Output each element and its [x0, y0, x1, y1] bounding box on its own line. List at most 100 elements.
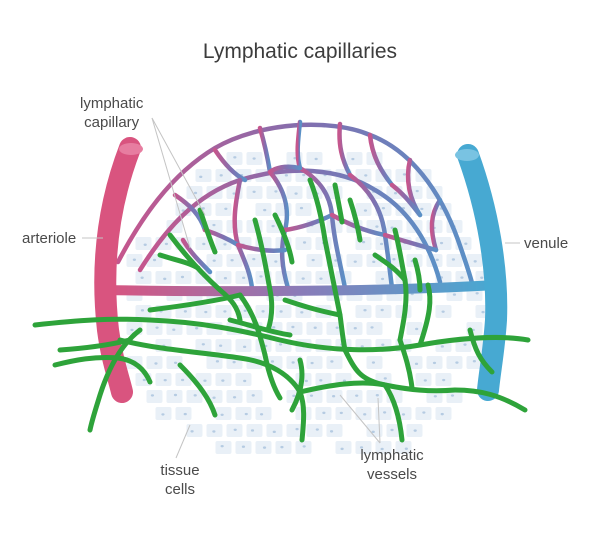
cell-nucleus [360, 345, 364, 348]
cell-nucleus [442, 378, 446, 382]
cell-nucleus [204, 310, 208, 314]
cell-nucleus [224, 207, 228, 210]
tissue-cell [195, 339, 212, 352]
arteriole-opening [119, 143, 143, 155]
cell-nucleus [173, 361, 178, 364]
cell-nucleus [154, 362, 158, 365]
tissue-cell [326, 424, 343, 437]
leader-lymphatic-vessels [339, 394, 381, 444]
cell-nucleus [383, 411, 387, 414]
cell-nucleus [390, 226, 394, 229]
cell-nucleus [401, 413, 406, 416]
tissue-cell [355, 305, 372, 318]
cell-nucleus [291, 361, 295, 364]
cell-nucleus [221, 379, 225, 382]
cell-nucleus [193, 394, 197, 397]
cell-nucleus [473, 260, 477, 263]
cell-nucleus [414, 362, 419, 366]
cell-nucleus [361, 240, 366, 244]
leader-tissue-cells [175, 424, 191, 459]
tissue-cell [166, 390, 183, 403]
lymphatic-capillary-branch [282, 297, 343, 318]
tissue-cell [346, 254, 363, 267]
cell-nucleus [451, 258, 455, 261]
cell-nucleus [164, 242, 169, 246]
cell-nucleus [309, 394, 314, 397]
lymphatic-capillary-branch [157, 252, 201, 271]
cell-nucleus [250, 429, 255, 432]
cell-nucleus [212, 223, 216, 227]
tissue-cell [195, 305, 212, 318]
cell-nucleus [383, 377, 387, 380]
tissue-cell [335, 407, 352, 420]
cell-nucleus [340, 447, 344, 451]
tissue-cell [426, 220, 443, 233]
lymphatic-capillary-branch [197, 207, 218, 255]
cell-nucleus [270, 360, 275, 363]
tissue-cell [386, 220, 403, 233]
cell-nucleus [152, 258, 157, 262]
cell-nucleus [464, 242, 468, 245]
cell-nucleus [195, 327, 199, 330]
label-arteriole: arteriole [22, 230, 77, 247]
tissue-cell [246, 390, 263, 403]
cell-nucleus [335, 326, 339, 329]
cell-nucleus [173, 393, 178, 397]
cell-nucleus [302, 173, 306, 177]
lymphatic-vessel [87, 327, 143, 433]
cell-nucleus [300, 311, 304, 314]
cell-nucleus [259, 275, 263, 278]
cell-nucleus [242, 276, 246, 280]
cell-nucleus [223, 243, 227, 246]
lymphatic-vessel [452, 387, 528, 413]
tissue-cell [155, 373, 172, 386]
cell-nucleus [302, 445, 306, 448]
cell-nucleus [243, 379, 247, 383]
cell-nucleus [363, 413, 367, 416]
cell-nucleus [330, 360, 334, 363]
cell-nucleus [440, 412, 444, 416]
cell-nucleus [371, 430, 375, 434]
cell-nucleus [380, 308, 384, 312]
cell-nucleus [140, 309, 145, 312]
tissue-cell [166, 322, 183, 335]
leader-lymphatic-capillary [151, 117, 206, 216]
tissue-cell [446, 254, 463, 267]
diagram-title: Lymphatic capillaries [202, 40, 398, 63]
lymphatic-vessel [467, 327, 495, 375]
tissue-cell [306, 356, 323, 369]
tissue-cell [246, 424, 263, 437]
tissue-cell [135, 237, 152, 250]
tissue-cell [235, 373, 252, 386]
cell-nucleus [322, 411, 326, 415]
cell-nucleus [355, 394, 359, 397]
cell-nucleus [315, 428, 319, 431]
cell-nucleus [291, 325, 295, 329]
lymphatic-capillary-branch [227, 317, 293, 338]
cell-nucleus [132, 258, 136, 261]
cell-nucleus [199, 175, 203, 179]
leader-lymphatic-vessels [377, 397, 381, 444]
cell-nucleus [353, 260, 357, 263]
label-leader-lines [82, 117, 520, 459]
cell-nucleus [223, 310, 227, 313]
capillary-segment [180, 237, 213, 275]
cell-nucleus [390, 428, 394, 432]
cell-nucleus [279, 310, 283, 313]
tissue-cell [155, 271, 172, 284]
cell-nucleus [172, 328, 176, 331]
connecting-blood-vessel [100, 280, 500, 297]
cell-nucleus [415, 327, 419, 331]
cell-nucleus [392, 258, 396, 261]
cell-nucleus [313, 326, 317, 329]
cell-nucleus [423, 379, 427, 382]
cell-nucleus [351, 157, 355, 161]
tissue-cell [195, 169, 212, 182]
capillary-segment [212, 147, 248, 183]
cell-nucleus [435, 258, 439, 262]
tissue-cell [306, 424, 323, 437]
tissue-cell [375, 441, 392, 454]
lymphatic-capillary-branch [307, 177, 348, 353]
tissue-cell [215, 169, 232, 182]
tissue-cell [266, 254, 283, 267]
